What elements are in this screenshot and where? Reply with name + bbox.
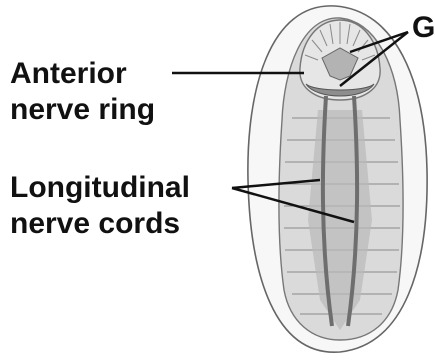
- anterior-label-line2: nerve ring: [10, 94, 155, 126]
- longitudinal-label-line2: nerve cords: [10, 208, 180, 240]
- longitudinal-label-line1: Longitudinal: [10, 172, 190, 204]
- ganglia-label-partial: G: [412, 12, 435, 44]
- anterior-label-line1: Anterior: [10, 58, 127, 90]
